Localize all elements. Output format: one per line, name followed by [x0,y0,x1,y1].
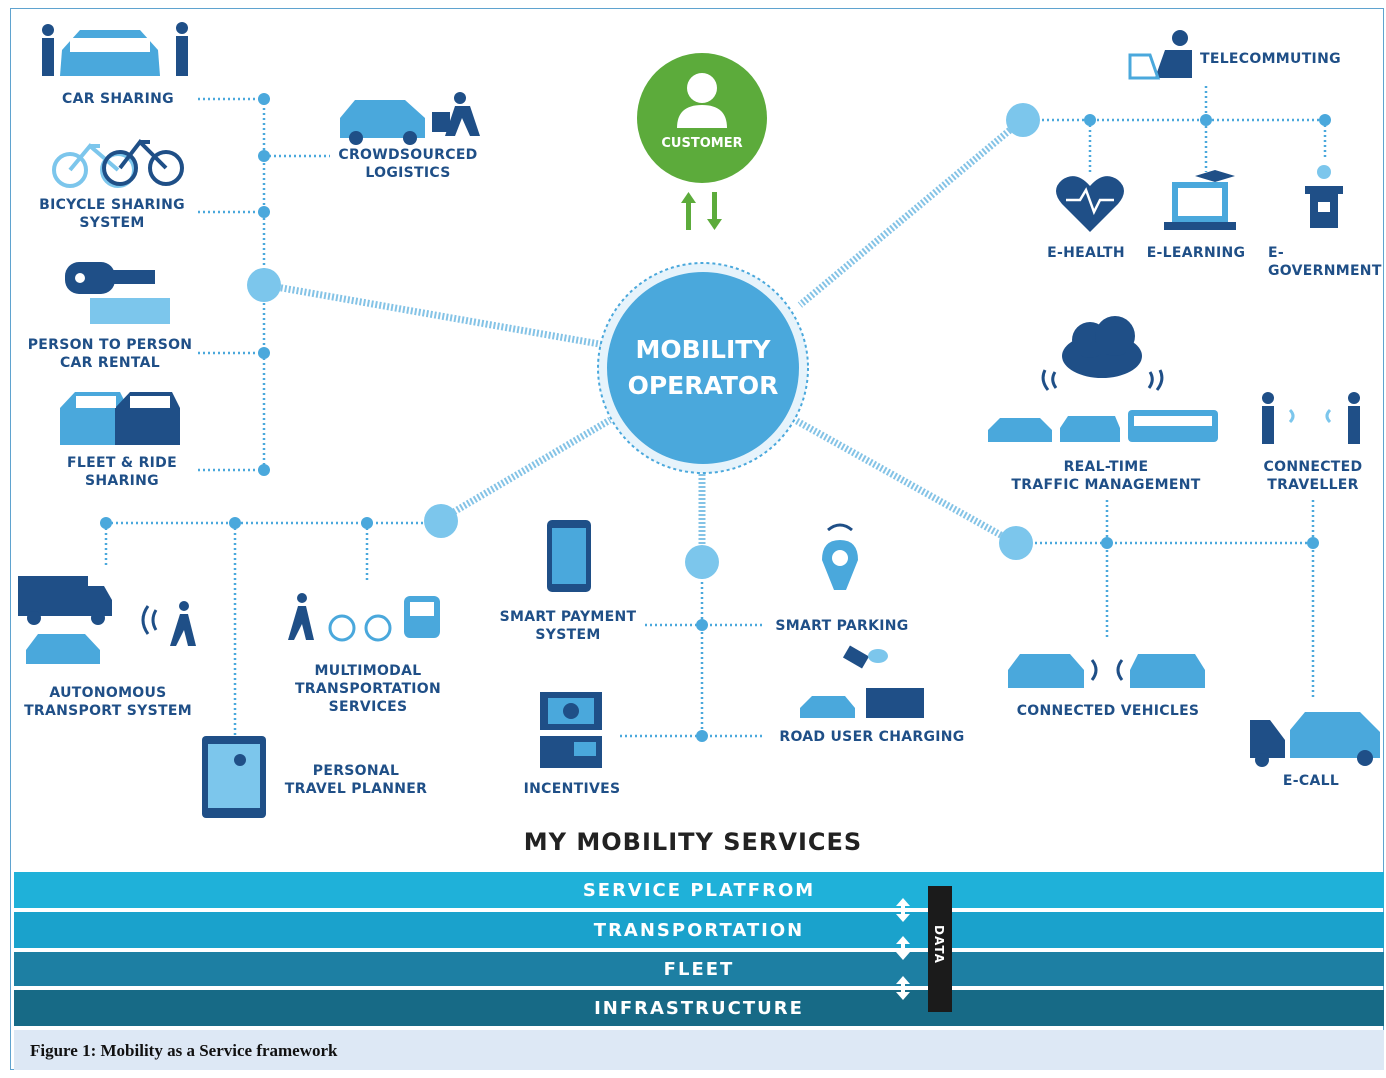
car-sharing-label: CAR SHARING [62,91,174,107]
spoke-left-lower [438,416,612,524]
fleet-ride-sharing-label: FLEET & RIDE SHARING [67,455,177,489]
layer-fleet-band [14,952,1384,986]
layer-infrastructure-band [14,990,1384,1026]
telecommuting-label: TELECOMMUTING [1200,51,1341,67]
data-column [928,886,952,1012]
customer-label: CUSTOMER [661,136,743,151]
layer-service-platform: SERVICE PLATFROM [582,879,816,901]
mobility-operator-title: MOBILITY OPERATOR [627,335,779,400]
multimodal-label: MULTIMODAL TRANSPORTATION SERVICES [294,663,442,715]
spoke-left-upper [264,281,606,349]
person-icon [677,73,727,128]
bicycle-sharing-label: BICYCLE SHARING SYSTEM [39,197,185,231]
branch-right-upper [1006,86,1331,172]
layer-arrows-icon [896,898,910,1000]
spoke-right-upper [797,117,1025,308]
connected-traveller-label: CONNECTED TRAVELLER [1263,459,1363,493]
mobility-operator-hub [597,262,809,474]
figure-caption: Figure 1: Mobility as a Service framewor… [30,1041,338,1060]
arrows-icon [681,192,722,230]
tablet-map-icon [202,736,266,818]
real-time-traffic-label: REAL-TIME TRAFFIC MANAGEMENT [1011,459,1201,493]
e-health-label: E-HEALTH [1047,245,1125,261]
layer-infrastructure: INFRASTRUCTURE [594,997,804,1019]
heart-pulse-icon [1056,176,1124,232]
cars-icon [60,392,180,445]
car-delivery-icon [340,92,480,145]
e-learning-label: E-LEARNING [1146,245,1246,261]
connected-vehicles-label: CONNECTED VEHICLES [1016,703,1200,719]
branch-left-lower [100,504,458,740]
incentives-icon [540,692,602,768]
branch-bottom [620,545,765,742]
smartphone-icon [547,520,591,592]
smart-payment-label: SMART PAYMENT SYSTEM [499,609,637,643]
road-user-charging-label: ROAD USER CHARGING [779,729,965,745]
my-mobility-services-title: MY MOBILITY SERVICES [523,828,863,856]
layer-fleet: FLEET [663,958,735,980]
branch-right-lower [999,500,1319,700]
branch-left-upper [198,93,330,476]
layer-service-platform-band [14,872,1384,908]
key-icon [65,262,170,324]
p2p-car-rental-label: PERSON TO PERSON CAR RENTAL [27,337,193,371]
bicycle-icon [52,138,184,188]
phone-people-icon [1262,392,1360,444]
laptop-icon [1164,170,1236,230]
smart-parking-label: SMART PARKING [775,618,909,634]
personal-travel-planner-label: PERSONAL TRAVEL PLANNER [284,763,428,797]
parking-meter-icon [822,523,858,590]
pedestrian-signal-icon [141,601,196,646]
vehicles-icon [988,410,1218,442]
satellite-icon [800,645,924,718]
layer-bands [14,872,1384,1026]
layer-transportation-band [14,912,1384,948]
hub-spokes [264,117,1025,560]
incentives-label: INCENTIVES [523,781,621,797]
podium-icon [1305,165,1343,228]
customer-node [637,53,767,230]
e-call-label: E-CALL [1282,773,1340,789]
data-label: DATA [932,925,946,964]
autonomous-transport-label: AUTONOMOUS TRANSPORT SYSTEM [24,685,192,719]
layer-transportation: TRANSPORTATION [593,919,805,941]
laptop-person-icon [1128,30,1192,80]
cloud-icon [1041,316,1164,391]
caption-bar [14,1030,1384,1070]
connected-cars-icon [1008,654,1205,688]
spoke-right-lower [793,416,1017,547]
multimodal-icon [288,593,440,642]
people-car-icon [42,22,188,76]
crowdsourced-logistics-label: CROWDSOURCED LOGISTICS [338,147,478,181]
truck-car-icon [18,576,112,664]
e-government-label: E-GOVERNMENT [1268,245,1382,279]
tow-truck-icon [1250,712,1380,767]
